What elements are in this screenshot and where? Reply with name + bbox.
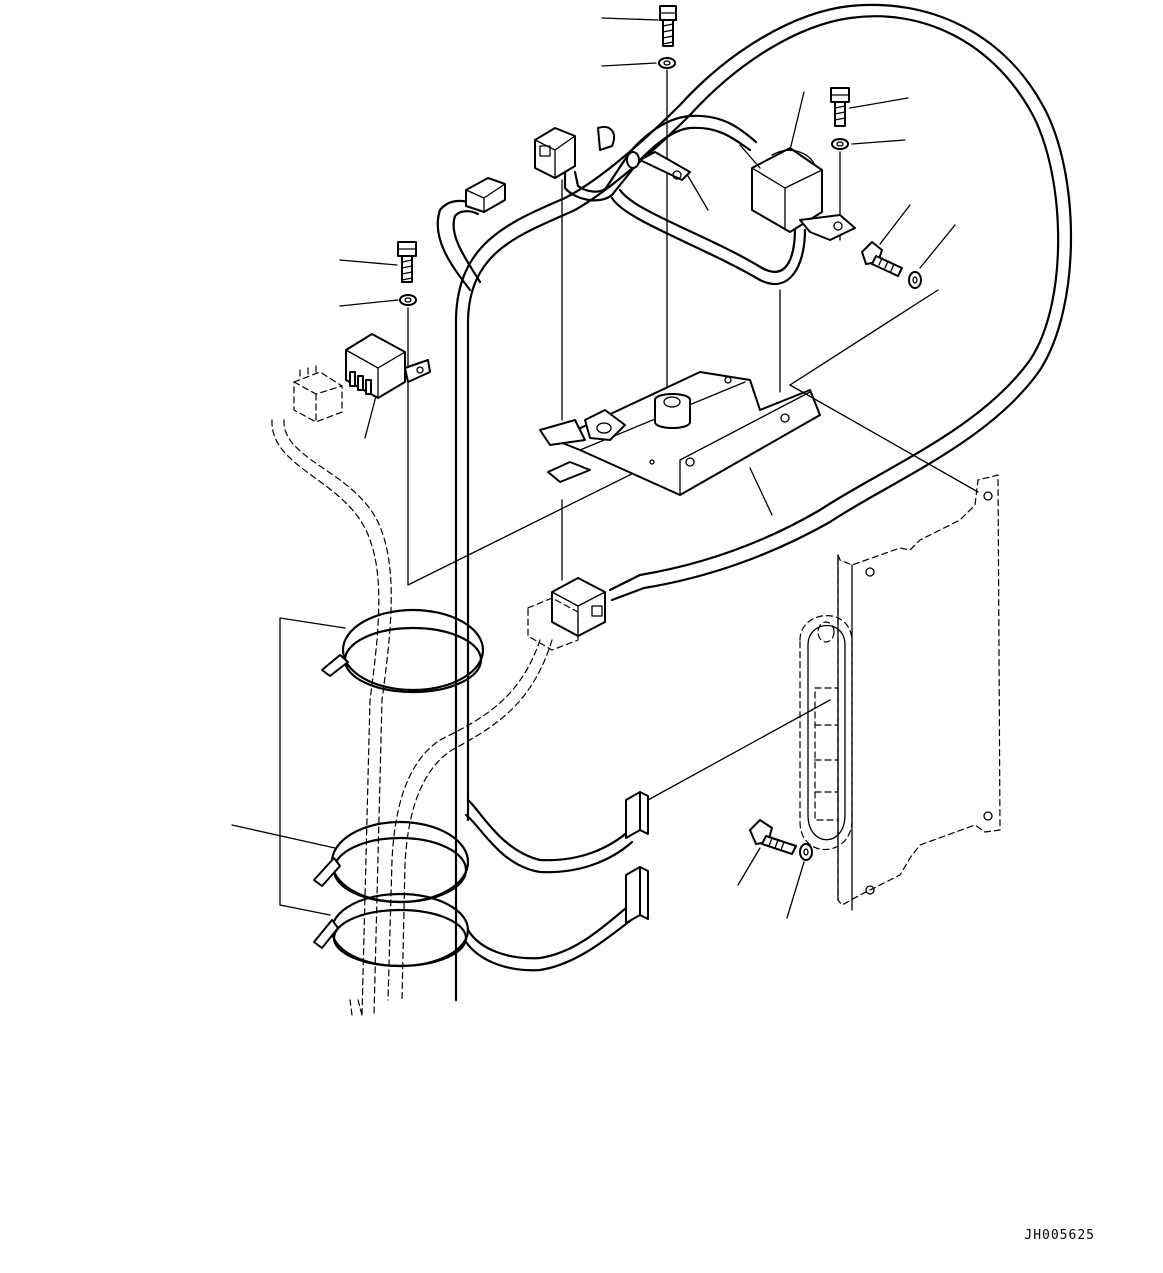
main-harness-loop bbox=[454, 3, 1072, 642]
grommet-lower bbox=[625, 866, 649, 924]
drawing-code-label: JH005625 bbox=[1024, 1228, 1095, 1243]
washer-side bbox=[908, 224, 956, 289]
bolt-lower bbox=[737, 819, 797, 886]
washer-top bbox=[601, 57, 676, 401]
bolt-right bbox=[830, 87, 909, 127]
side-panel bbox=[799, 474, 1001, 911]
mating-connector-left bbox=[293, 363, 343, 423]
harness-clamps bbox=[231, 608, 485, 968]
bolt-left bbox=[339, 241, 417, 283]
connector-upper bbox=[534, 126, 616, 421]
connector-small bbox=[465, 177, 506, 213]
bolt-top bbox=[601, 5, 677, 47]
mounting-bracket bbox=[539, 289, 979, 581]
relay bbox=[345, 333, 431, 439]
controller-unit bbox=[739, 91, 856, 241]
washer-right bbox=[831, 138, 906, 241]
cable-clip bbox=[626, 151, 709, 211]
washer-lower bbox=[786, 843, 813, 919]
connector-lower bbox=[527, 577, 606, 651]
harness-bundle bbox=[271, 419, 636, 1016]
upper-branch-cable bbox=[436, 114, 807, 292]
bolt-side bbox=[861, 204, 911, 277]
